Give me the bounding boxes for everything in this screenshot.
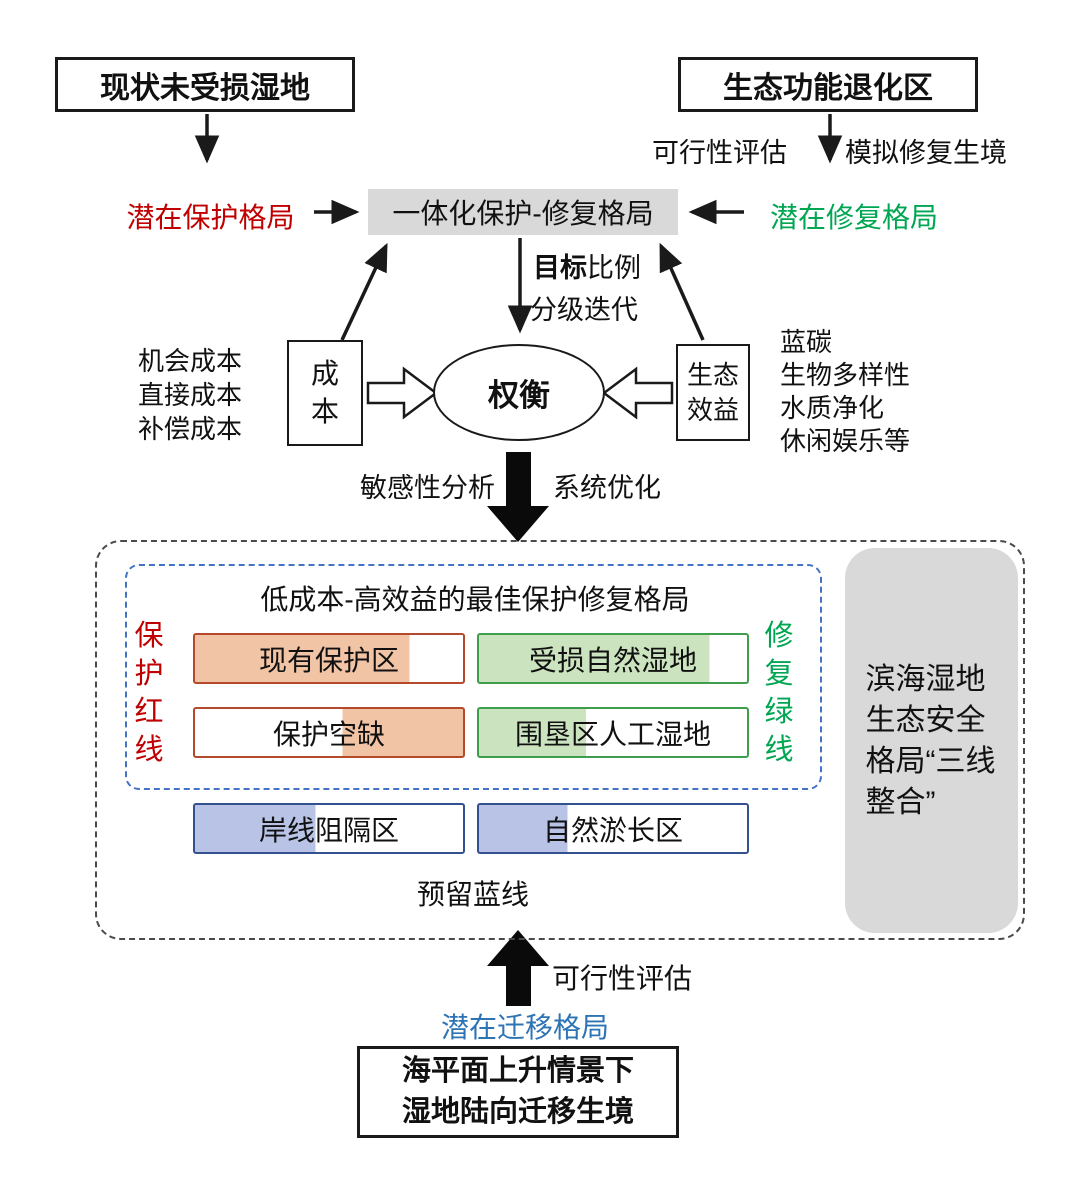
benefit-box: 生态效益: [676, 344, 750, 441]
shoreline-barrier-zone-label: 岸线阻隔区: [258, 814, 399, 846]
potential-migration-pattern-label: 潜在迁移格局: [440, 1012, 609, 1043]
cost-box-label: 成本: [310, 358, 339, 427]
reclaimed-artificial-wetland-label: 围垦区人工湿地: [514, 718, 711, 750]
cost-item: 直接成本: [138, 380, 243, 410]
simulate-restoration-habitat-label: 模拟修复生境: [845, 138, 1007, 168]
integrated-pattern-label: 一体化保护-修复格局: [392, 198, 654, 229]
protection-gap-box: 保护空缺: [193, 707, 465, 758]
reclaimed-artificial-wetland-box: 围垦区人工湿地: [477, 707, 749, 758]
restoration-green-line-label: 修复绿线: [764, 620, 794, 766]
tradeoff-ellipse: 权衡: [433, 344, 605, 441]
protection-gap-label: 保护空缺: [272, 718, 385, 750]
benefit-item: 水质净化: [780, 393, 885, 423]
integrated-pattern-box: 一体化保护-修复格局: [368, 189, 678, 235]
shoreline-barrier-zone-box: 岸线阻隔区: [193, 803, 465, 854]
damaged-natural-wetland-box: 受损自然湿地: [477, 633, 749, 684]
potential-restoration-pattern-label: 潜在修复格局: [769, 202, 938, 233]
existing-protected-area-label: 现有保护区: [258, 644, 399, 676]
potential-protection-pattern-label: 潜在保护格局: [126, 202, 295, 233]
current-undamaged-wetland-box: 现状未受损湿地: [55, 57, 355, 112]
arrow-cost-to-integrated: [340, 242, 388, 341]
benefit-item: 休闲娱乐等: [780, 426, 911, 456]
block-arrow-benefit: [601, 366, 674, 420]
thick-arrow-up: [487, 930, 549, 1006]
iteration-label: 分级迭代: [530, 295, 638, 325]
thick-arrow-down: [487, 452, 549, 542]
target-ratio-label: 目标比例: [533, 246, 641, 285]
target-ratio-rest-part: 比例: [587, 253, 641, 283]
degraded-function-zone-box: 生态功能退化区: [678, 57, 978, 112]
degraded-function-zone-label: 生态功能退化区: [723, 71, 933, 105]
system-optimization-label: 系统优化: [553, 473, 661, 503]
benefit-items-list: 蓝碳 生物多样性 水质净化 休闲娱乐等: [780, 326, 910, 458]
optimal-pattern-container: [125, 564, 822, 790]
target-ratio-bold-part: 目标: [533, 253, 587, 283]
sea-level-rise-line1: 海平面上升情景下: [401, 1055, 634, 1087]
cost-box: 成本: [287, 340, 363, 446]
natural-accretion-zone-box: 自然淤长区: [477, 803, 749, 854]
benefit-box-label: 生态效益: [686, 359, 739, 425]
tradeoff-label: 权衡: [488, 378, 550, 413]
existing-protected-area-box: 现有保护区: [193, 633, 465, 684]
natural-accretion-zone-label: 自然淤长区: [542, 814, 683, 846]
cost-items-list: 机会成本 直接成本 补偿成本: [138, 344, 242, 446]
optimal-pattern-title: 低成本-高效益的最佳保护修复格局: [260, 584, 690, 615]
security-pattern-container: [95, 540, 1025, 940]
sea-level-rise-box: 海平面上升情景下 湿地陆向迁移生境: [357, 1046, 679, 1138]
reserved-blue-line-label: 预留蓝线: [416, 879, 529, 910]
cost-item: 机会成本: [138, 346, 243, 376]
three-line-integration-panel: 滨海湿地生态安全格局“三线整合”: [845, 548, 1018, 933]
three-line-integration-label: 滨海湿地生态安全格局“三线整合”: [865, 662, 996, 819]
sensitivity-analysis-label: 敏感性分析: [360, 473, 495, 503]
cost-item: 补偿成本: [138, 414, 243, 444]
benefit-item: 生物多样性: [780, 360, 911, 390]
damaged-natural-wetland-label: 受损自然湿地: [528, 644, 697, 676]
protection-red-line-label: 保护红线: [134, 620, 164, 766]
feasibility-assessment-top-label: 可行性评估: [652, 138, 787, 168]
arrow-benefit-to-integrated: [659, 242, 705, 341]
feasibility-assessment-bottom-label: 可行性评估: [552, 963, 693, 994]
current-undamaged-wetland-label: 现状未受损湿地: [100, 71, 310, 105]
block-arrow-cost: [366, 366, 439, 420]
sea-level-rise-line2: 湿地陆向迁移生境: [401, 1096, 634, 1128]
benefit-item: 蓝碳: [780, 327, 833, 357]
